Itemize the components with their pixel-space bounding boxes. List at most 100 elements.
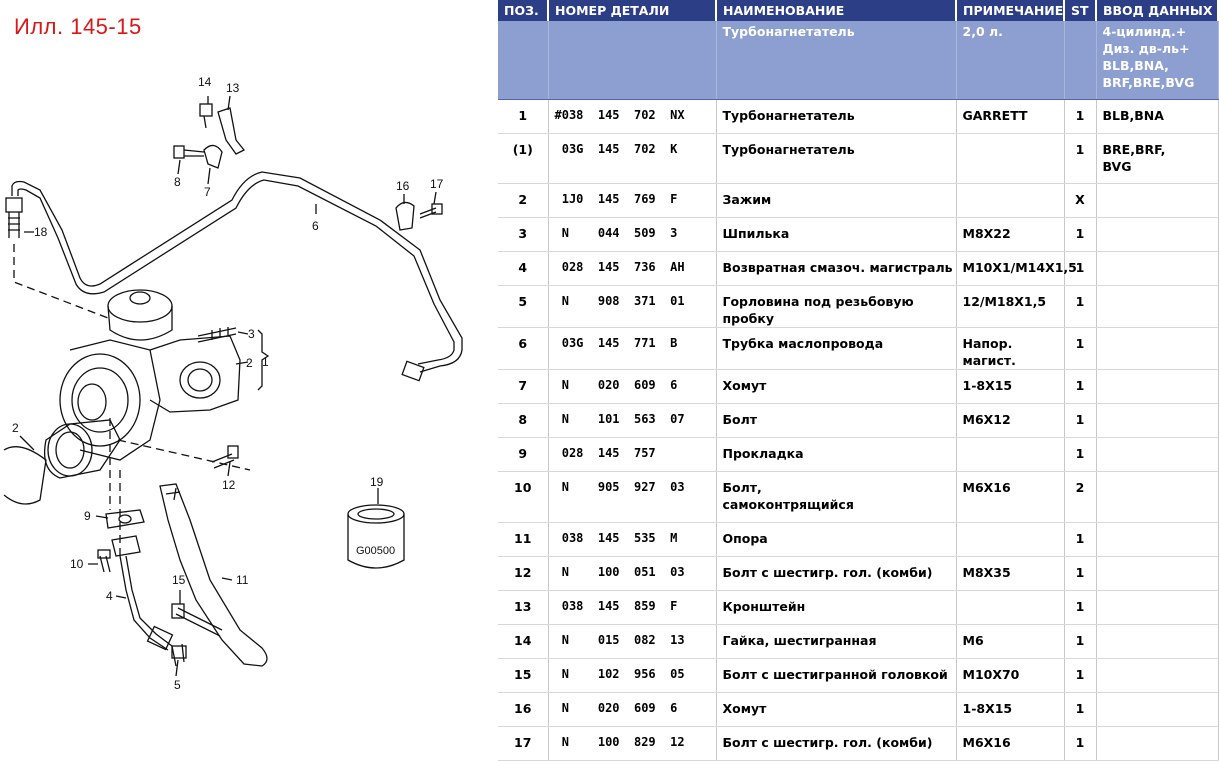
cell-input: [1096, 522, 1219, 557]
cell-name-text: Шпилька: [722, 226, 790, 241]
cell-pos: 15: [498, 658, 549, 693]
cell-st-text: X: [1075, 192, 1085, 207]
cell-pos-text: 13: [514, 599, 532, 614]
cell-part-number: N 100 829 12: [548, 726, 717, 761]
header-name[interactable]: НАИМЕНОВАНИЕ: [716, 0, 957, 21]
cell-pos-text: (1): [512, 142, 533, 157]
cell-note-text: M8X22: [962, 226, 1011, 241]
cell-name: Трубка маслопровода: [716, 327, 957, 370]
cell-note: [956, 133, 1065, 184]
cell-name-text: Горловина под резьбовую пробку: [722, 294, 914, 326]
cell-name-text: Зажим: [722, 192, 772, 207]
header-note[interactable]: ПРИМЕЧАНИЕ: [956, 0, 1065, 21]
cell-part-number-text: 038 145 535 M: [554, 531, 678, 545]
callout-18: 18: [34, 225, 48, 239]
cell-name-text: Хомут: [722, 701, 767, 716]
cell-part-number-text: N 020 609 6: [554, 701, 678, 715]
cell-input: BLB,BNA: [1096, 99, 1219, 134]
cell-part-number: N 908 371 01: [548, 285, 717, 328]
cell-name-text: Трубка маслопровода: [722, 336, 884, 351]
cell-part-number: 038 145 535 M: [548, 522, 717, 557]
cell-note: GARRETT: [956, 99, 1065, 134]
cell-st-text: 1: [1075, 735, 1085, 750]
table-row[interactable]: 11 038 145 535 M Опора 1: [498, 522, 1219, 557]
cell-pos-text: 17: [514, 735, 532, 750]
header-part-number[interactable]: НОМЕР ДЕТАЛИ: [548, 0, 717, 21]
cell-st: 1: [1064, 522, 1097, 557]
cell-pos: 8: [498, 403, 549, 438]
cell-part-number: 03G 145 702 K: [548, 133, 717, 184]
cell-note-text: M10X1/M14X1,5: [962, 260, 1077, 275]
cell-name: Болт с шестигранной головкой: [716, 658, 957, 693]
parts-illustration: Илл. 145-15: [0, 0, 498, 743]
callout-17: 17: [430, 177, 444, 191]
callout-5: 5: [174, 678, 181, 692]
cell-name-text: Турбонагнетатель: [722, 108, 855, 123]
parts-list: ПОЗ. НОМЕР ДЕТАЛИ НАИМЕНОВАНИЕ ПРИМЕЧАНИ…: [498, 0, 1219, 761]
group-input-line: Диз. дв-ль+: [1102, 41, 1190, 56]
cell-note-text: M6X16: [962, 735, 1011, 750]
cell-part-number-text: N 044 509 3: [554, 226, 678, 240]
cell-part-number: N 905 927 03: [548, 471, 717, 523]
cell-note-text: M6X16: [962, 480, 1011, 495]
cell-st: 1: [1064, 327, 1097, 370]
callout-10: 10: [70, 557, 84, 571]
cell-name: Опора: [716, 522, 957, 557]
cell-pos-text: 11: [514, 531, 532, 546]
callout-1: 1: [262, 355, 269, 369]
cell-st: 1: [1064, 658, 1097, 693]
cell-st-text: 1: [1075, 142, 1085, 157]
cell-name-text: самоконтрящийся: [722, 497, 854, 512]
callout-7: 7: [204, 185, 211, 199]
cell-name-text: Болт с шестигр. гол. (комби): [722, 565, 933, 580]
cell-name-text: Опора: [722, 531, 768, 546]
cell-name-text: Болт с шестигр. гол. (комби): [722, 735, 933, 750]
cell-part-number: N 015 082 13: [548, 624, 717, 659]
cell-st-text: 1: [1075, 446, 1085, 461]
cell-st: 1: [1064, 217, 1097, 252]
cell-input: [1096, 251, 1219, 286]
group-input-line: BLB,BNA,: [1102, 58, 1169, 73]
cell-name-text: Болт: [722, 412, 758, 427]
cell-st-text: 1: [1075, 108, 1085, 123]
cell-input: [1096, 692, 1219, 727]
callout-4: 4: [106, 589, 113, 603]
cell-name-text: Хомут: [722, 378, 767, 393]
cell-pos-text: 4: [518, 260, 528, 275]
cell-pos-text: 5: [518, 294, 528, 309]
cell-input: [1096, 556, 1219, 591]
cell-name: Хомут: [716, 369, 957, 404]
table-row[interactable]: 17 N 100 829 12 Болт с шестигр. гол. (ком…: [498, 726, 1219, 761]
cell-input-text: BLB,BNA: [1102, 108, 1164, 123]
cell-name: Возвратная смазоч. магистраль: [716, 251, 957, 286]
cell-st: 1: [1064, 556, 1097, 591]
callout-19: 19: [370, 475, 384, 489]
cell-name: Болт: [716, 403, 957, 438]
cell-note: [956, 590, 1065, 625]
group-row[interactable]: Турбонагнетатель 2,0 л. 4-цилинд.+ Диз. …: [498, 21, 1219, 100]
cell-input: [1096, 471, 1219, 523]
cell-note: Напор. магист.: [956, 327, 1065, 370]
header-pos[interactable]: ПОЗ.: [498, 0, 549, 21]
cell-input: [1096, 437, 1219, 472]
header-st[interactable]: ST: [1064, 0, 1097, 21]
cell-st: 2: [1064, 471, 1097, 523]
header-input[interactable]: ВВОД ДАННЫХ: [1096, 0, 1219, 21]
cell-pos: 11: [498, 522, 549, 557]
